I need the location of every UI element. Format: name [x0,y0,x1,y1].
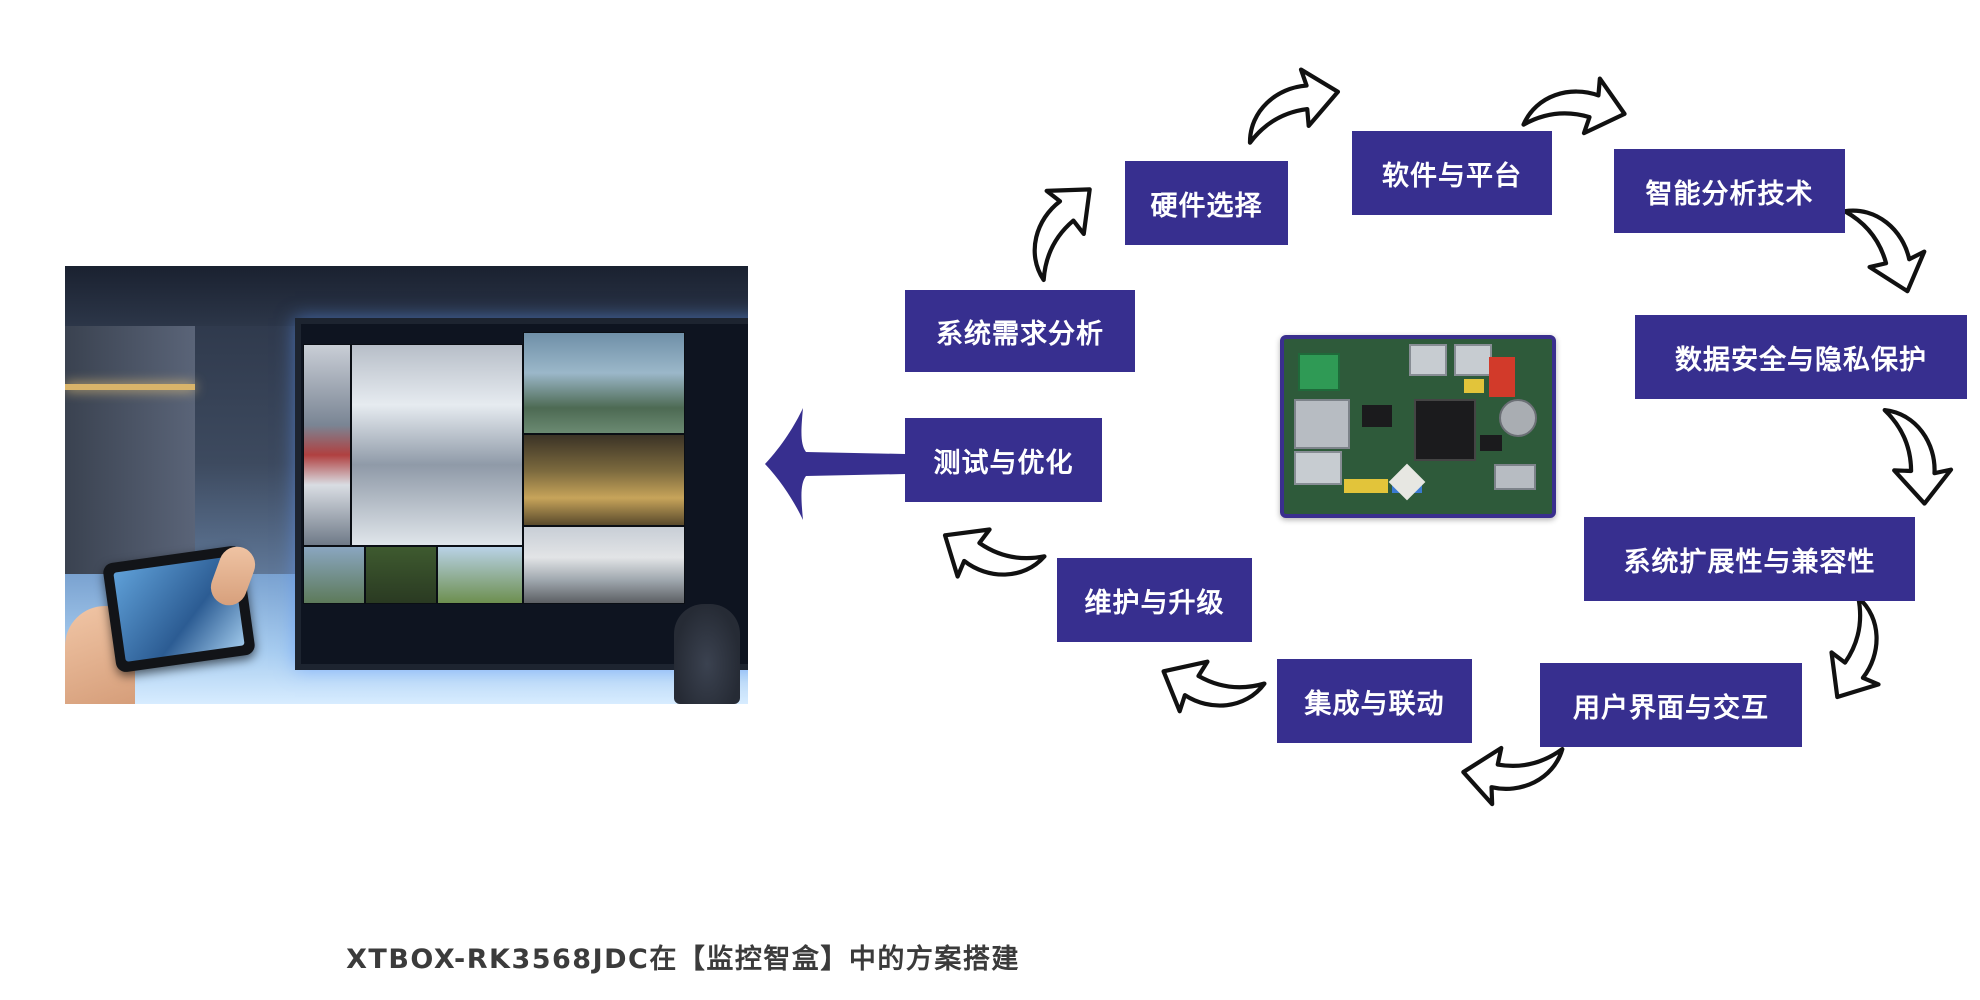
board-terminal-block [1298,353,1340,391]
step-ui: 用户界面与交互 [1540,663,1802,747]
step-ai: 智能分析技术 [1614,149,1845,233]
video-tile [523,434,685,526]
video-tile [303,344,351,546]
curved-arrow-icon [1001,169,1112,280]
board-yellow-jumper [1464,379,1484,393]
board-yellow-header [1344,479,1388,493]
video-tile [523,526,685,604]
photo-left-wall [65,326,195,576]
caption-text: XTBOX-RK3568JDC在【监控智盒】中的方案搭建 [346,944,1020,975]
figure-caption: XTBOX-RK3568JDC在【监控智盒】中的方案搭建 [0,937,1980,976]
board-soc-chip [1414,399,1476,461]
curved-arrow-icon [1810,598,1911,712]
control-room-photo [65,266,748,704]
step-maintenance: 维护与升级 [1057,558,1252,642]
photo-plant-pot [674,604,740,704]
board-ic [1480,435,1502,451]
curved-arrow-icon [930,508,1044,609]
step-requirements: 系统需求分析 [905,290,1135,372]
curved-arrow-icon [1461,741,1563,810]
board-red-connector [1489,357,1515,397]
board-usb-port [1294,451,1342,485]
photo-shelf-light [65,384,195,390]
rk3568-board-image [1280,335,1556,518]
step-testing: 测试与优化 [905,418,1102,502]
step-scalability: 系统扩展性与兼容性 [1584,517,1915,601]
photo-ceiling [65,266,748,326]
video-tile [437,546,523,604]
board-usb-port [1454,344,1492,376]
board-coin-battery [1499,399,1537,437]
video-tile [523,332,685,434]
curved-arrow-icon [1885,405,1954,507]
step-integration: 集成与联动 [1277,659,1472,743]
board-hdmi-port [1494,464,1536,490]
board-white-chip [1388,463,1426,501]
video-tile [351,344,523,546]
step-hardware: 硬件选择 [1125,161,1288,245]
curved-arrow-icon [1151,643,1264,739]
board-ic [1362,405,1392,427]
curved-arrow-icon [1845,190,1935,302]
curved-arrow-icon [1237,63,1344,143]
video-wall [295,318,748,670]
step-security: 数据安全与隐私保护 [1635,315,1967,399]
step-software: 软件与平台 [1352,131,1552,215]
video-tile [303,546,365,604]
board-usb-port [1409,344,1447,376]
video-tile [365,546,437,604]
arrow-left-icon [765,408,905,520]
board-ethernet-port [1294,399,1350,449]
